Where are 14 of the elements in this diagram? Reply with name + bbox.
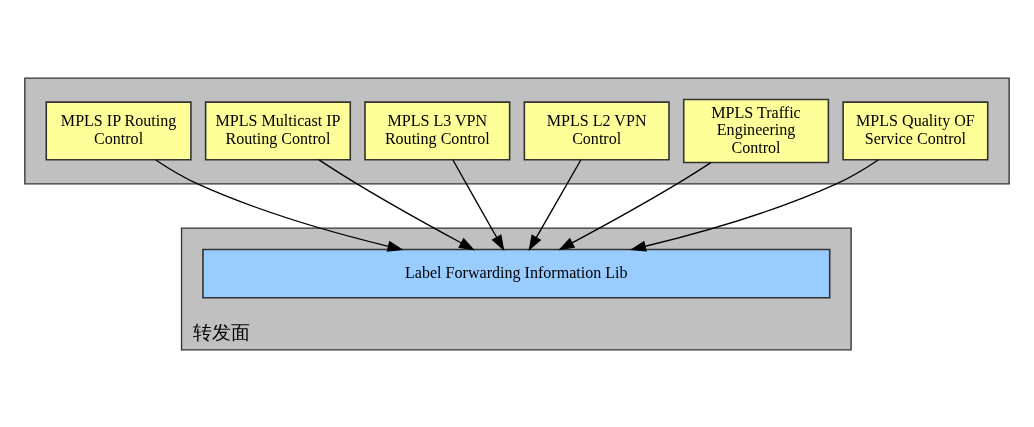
node-box: MPLS Multicast IP Routing Control [204,100,352,161]
node-box: MPLS Traffic Engineering Control [682,98,830,163]
arrow [155,158,404,252]
node-box: MPLS IP Routing Control [45,100,192,161]
node-box: MPLS Quality OF Service Control [842,100,989,161]
node-box: MPLS L3 VPN Routing Control [364,100,511,161]
cluster [24,76,1010,185]
node-box: MPLS L2 VPN Control [523,100,670,161]
arrow [528,158,582,251]
arrow [629,158,879,252]
arrow [452,158,505,251]
node-box: Label Forwarding Information Lib [202,248,831,298]
arrow [558,161,712,250]
arrow [318,158,476,250]
